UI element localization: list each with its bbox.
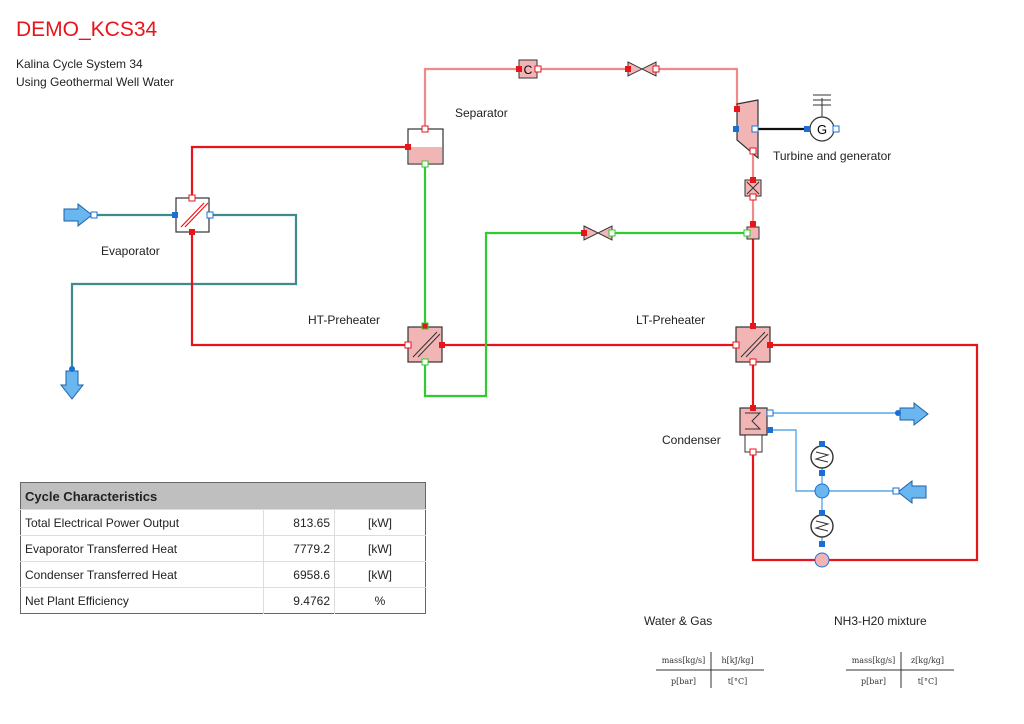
separator-unit [405,125,444,168]
legend-water-gas-grid [656,652,764,688]
cooling-outlet-arrow [899,401,929,427]
throttle-valve-middle [581,225,616,241]
cooling-pump-1 [810,441,834,499]
label-turbine-generator: Turbine and generator [773,149,892,163]
vapor-pipes [423,67,755,224]
row-name: Net Plant Efficiency [20,587,264,614]
legend-water-gas-tr: h[kJ/kg] [721,656,754,665]
evaporator-unit [172,194,214,235]
geothermal-inlet-arrow [63,202,93,228]
label-lt-preheater: LT-Preheater [636,313,706,327]
page-title: DEMO_KCS34 [16,18,158,41]
row-value: 9.4762 [263,587,335,614]
subtitle-line-1: Kalina Cycle System 34 [16,57,143,71]
legend-water-gas-bl: p[bar] [670,677,697,686]
legend-nh3-grid [846,652,954,688]
row-unit: [kW] [334,535,426,562]
ht-preheater-unit [404,322,445,366]
row-unit: [kW] [334,561,426,588]
liquid-pipes [423,164,753,398]
cycle-characteristics-table: Cycle Characteristics Total Electrical P… [20,482,426,614]
table-row: Total Electrical Power Output 813.65 [kW… [20,509,426,536]
row-value: 813.65 [263,509,335,536]
row-name: Evaporator Transferred Heat [20,535,264,562]
legend-water-gas-br: t[°C] [727,677,748,686]
generator-unit [804,94,840,142]
table-title: Cycle Characteristics [20,482,426,510]
row-name: Total Electrical Power Output [20,509,264,536]
legend-nh3-bl: p[bar] [860,677,887,686]
legend-nh3-br: t[°C] [917,677,938,686]
cooling-inlet-arrow [897,479,927,505]
subtitle-line-2: Using Geothermal Well Water [16,75,175,89]
label-ht-preheater: HT-Preheater [308,313,381,327]
mixer-unit [743,221,760,240]
label-separator: Separator [455,106,508,120]
condenser-unit [739,405,774,456]
hot-mixture-pipes [190,145,979,562]
legend-nh3-tr: z[kg/kg] [910,656,945,665]
row-unit: % [334,587,426,614]
label-condenser: Condenser [662,433,721,447]
legend-nh3-tl: mass[kg/s] [851,656,896,665]
table-row: Net Plant Efficiency 9.4762 % [20,587,426,614]
throttle-valve-top [625,61,660,77]
cooling-water-pipes [770,412,898,545]
label-evaporator: Evaporator [101,244,160,258]
legend-water-gas-title: Water & Gas [644,614,713,628]
cooling-pump-2 [810,510,834,568]
compressor-icon: C [524,63,533,77]
row-unit: [kW] [334,509,426,536]
table-row: Evaporator Transferred Heat 7779.2 [kW] [20,535,426,562]
table-row: Condenser Transferred Heat 6958.6 [kW] [20,561,426,588]
geothermal-water-pipes [70,213,298,372]
turbine-unit [733,99,759,160]
compressor-unit [516,59,542,79]
row-value: 7779.2 [263,535,335,562]
lt-preheater-unit [732,323,773,366]
valve-box-unit [744,177,762,201]
row-name: Condenser Transferred Heat [20,561,264,588]
generator-icon: G [817,122,827,137]
row-value: 6958.6 [263,561,335,588]
legend-water-gas-tl: mass[kg/s] [661,656,706,665]
legend-nh3-title: NH3-H20 mixture [834,614,927,628]
geothermal-outlet-arrow [59,370,85,400]
